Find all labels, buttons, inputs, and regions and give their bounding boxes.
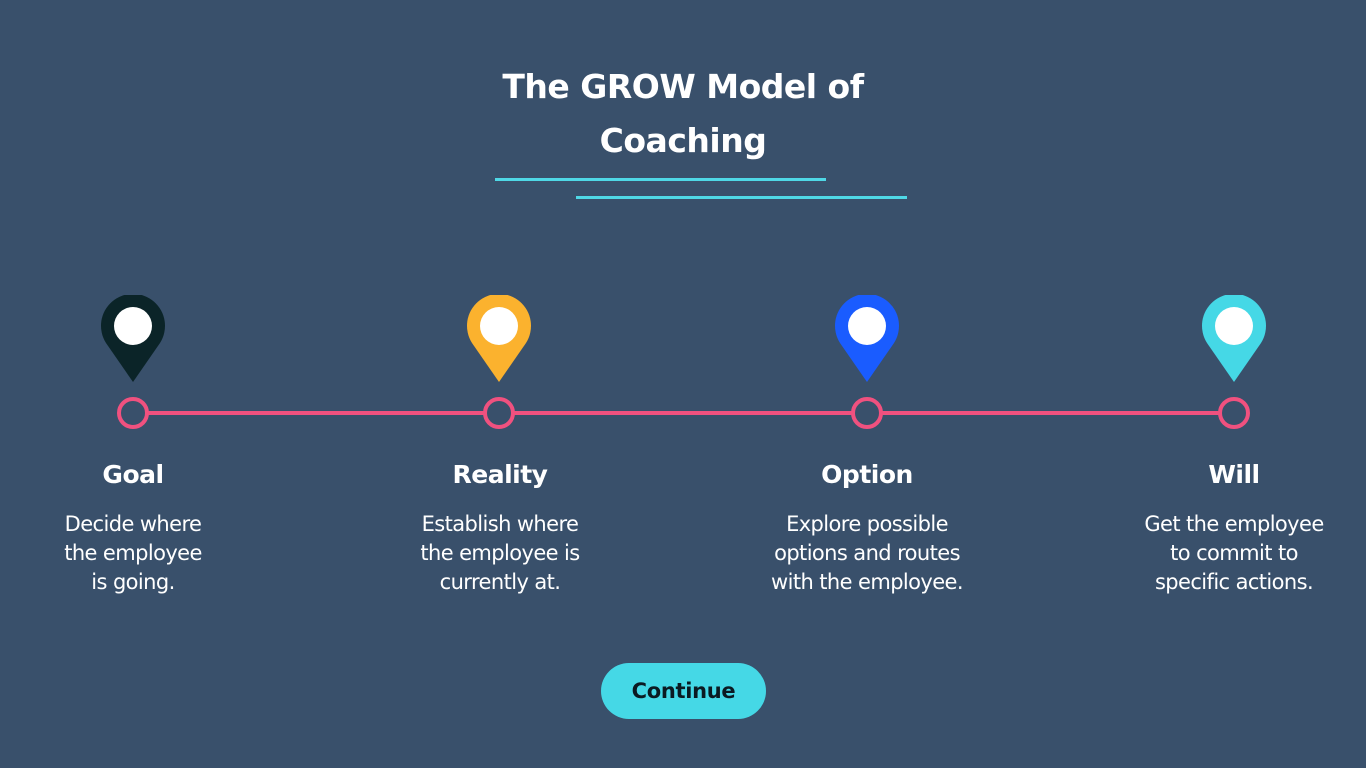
will-timeline-node: [1218, 397, 1250, 429]
title-underline-top: [495, 178, 826, 181]
reality-location-pin-icon: [467, 295, 531, 382]
will-step-description: Get the employee to commit to specific a…: [1114, 510, 1354, 597]
option-desc-line-3: with the employee.: [771, 570, 964, 594]
goal-desc-line-3: is going.: [91, 570, 175, 594]
option-timeline-node: [851, 397, 883, 429]
will-desc-line-2: to commit to: [1170, 541, 1298, 565]
reality-desc-line-2: the employee is: [420, 541, 580, 565]
option-step-title: Option: [821, 460, 913, 489]
timeline-track: [133, 411, 1235, 415]
goal-location-pin-icon: [101, 295, 165, 382]
reality-timeline-node: [483, 397, 515, 429]
will-location-pin-icon: [1202, 295, 1266, 382]
goal-step-description: Decide where the employee is going.: [13, 510, 253, 597]
reality-desc-line-1: Establish where: [421, 512, 579, 536]
goal-desc-line-2: the employee: [64, 541, 202, 565]
goal-desc-line-1: Decide where: [64, 512, 202, 536]
page-title: The GROW Model of Coaching: [483, 60, 883, 168]
reality-desc-line-3: currently at.: [439, 570, 561, 594]
will-desc-line-3: specific actions.: [1154, 570, 1314, 594]
will-step-title: Will: [1208, 460, 1260, 489]
continue-button[interactable]: Continue: [601, 663, 766, 719]
goal-timeline-node: [117, 397, 149, 429]
will-desc-line-1: Get the employee: [1144, 512, 1324, 536]
goal-step-title: Goal: [102, 460, 164, 489]
reality-step-title: Reality: [452, 460, 548, 489]
reality-step-description: Establish where the employee is currentl…: [380, 510, 620, 597]
title-line-2: Coaching: [599, 121, 767, 160]
title-underline-bottom: [576, 196, 907, 199]
option-location-pin-icon: [835, 295, 899, 382]
title-line-1: The GROW Model of: [502, 67, 864, 106]
option-desc-line-1: Explore possible: [786, 512, 948, 536]
option-step-description: Explore possible options and routes with…: [747, 510, 987, 597]
option-desc-line-2: options and routes: [774, 541, 960, 565]
